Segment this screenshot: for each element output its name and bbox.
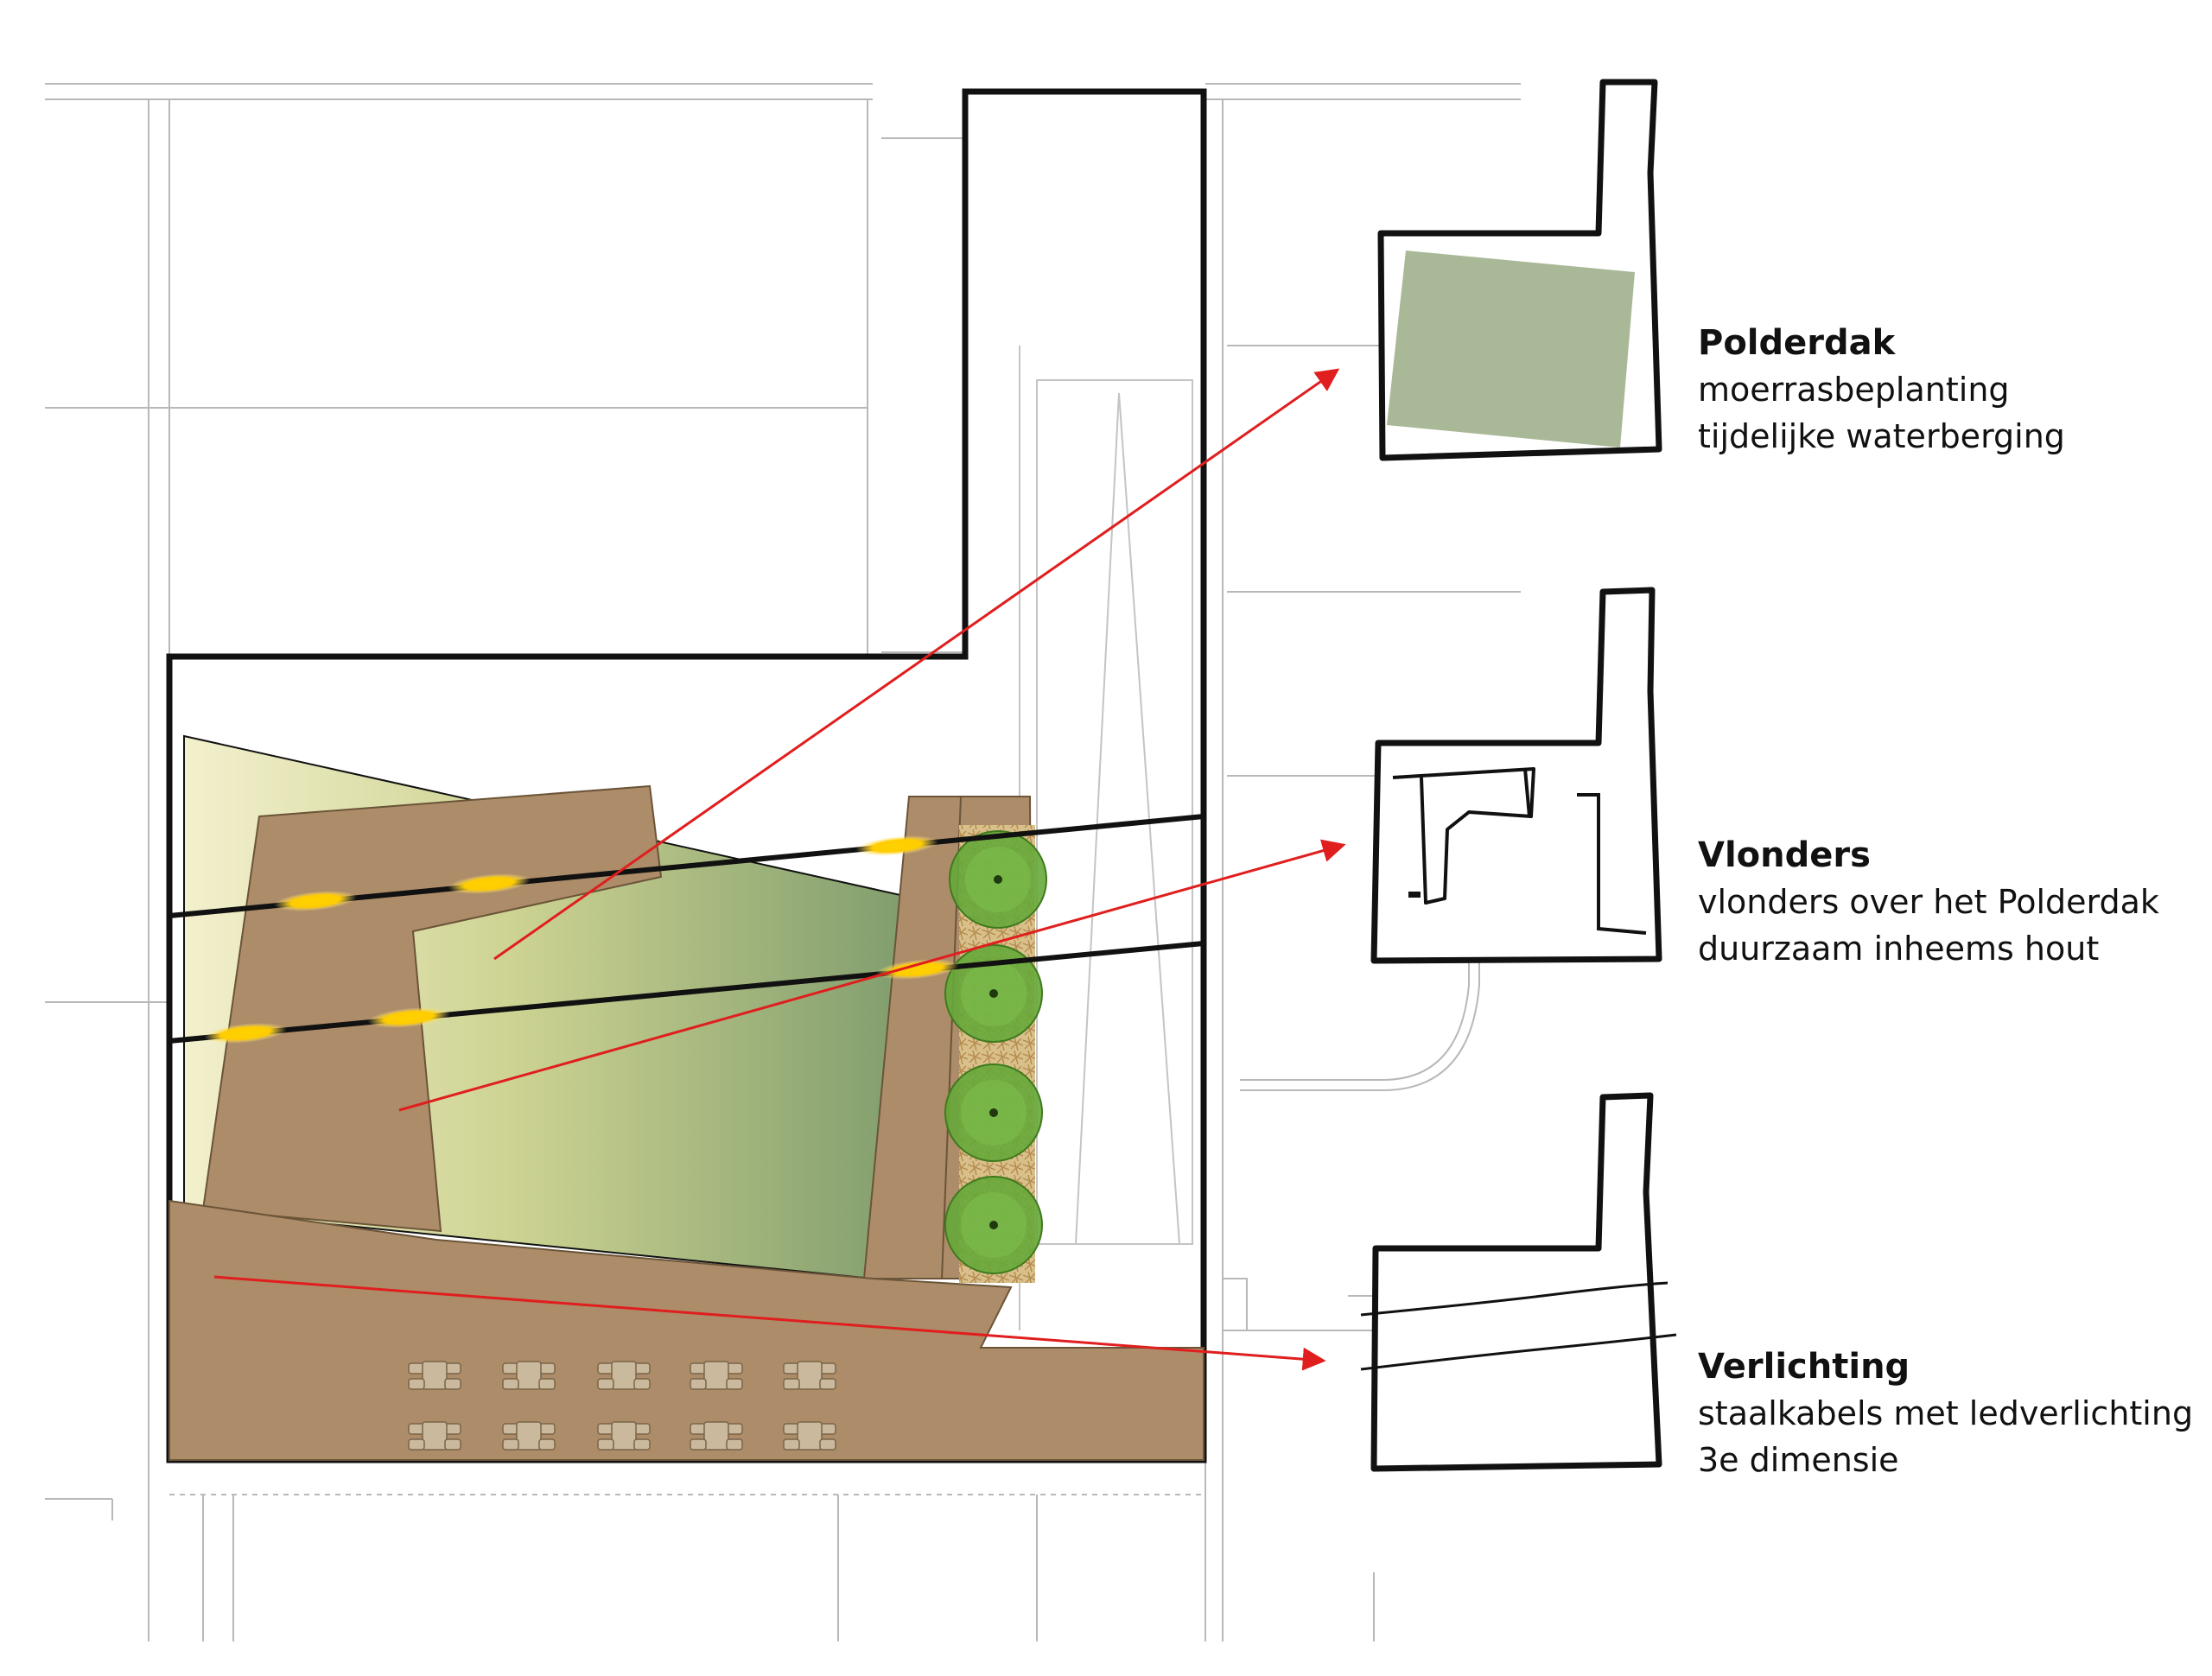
- lower-deck: [168, 1199, 1205, 1461]
- annotation-title: Polderdak: [1698, 323, 1896, 363]
- picnic-table-icon: [690, 1361, 743, 1390]
- annotation-arrows: [213, 368, 1346, 1371]
- picnic-table-icon: [597, 1361, 651, 1390]
- led-light-icon: [876, 959, 959, 980]
- annotation-line: moerrasbeplanting: [1698, 371, 2010, 409]
- picnic-table-icon: [502, 1361, 556, 1390]
- led-light-icon: [204, 1023, 287, 1044]
- annotation-line: duurzaam inheems hout: [1698, 930, 2100, 968]
- picnic-tables: [408, 1361, 836, 1451]
- annotation-line: staalkabels met ledverlichting: [1698, 1394, 2194, 1432]
- verlichting-icon: [1360, 1092, 1677, 1472]
- picnic-table-icon: [783, 1421, 836, 1451]
- vlonders-icon: [1370, 587, 1662, 964]
- annotation-title: Verlichting: [1698, 1347, 1910, 1387]
- picnic-table-icon: [408, 1421, 461, 1451]
- tree-icon: [944, 1063, 1043, 1162]
- led-light-icon: [274, 891, 357, 911]
- picnic-table-icon: [408, 1361, 461, 1390]
- annotation-line: vlonders over het Polderdak: [1698, 883, 2159, 921]
- led-light-icon: [367, 1007, 450, 1028]
- picnic-table-icon: [783, 1361, 836, 1390]
- tree-icon: [944, 1176, 1043, 1274]
- picnic-table-icon: [502, 1421, 556, 1451]
- tree-icon: [944, 944, 1043, 1043]
- arrow-vlonders: [398, 839, 1346, 1112]
- picnic-table-icon: [597, 1421, 651, 1451]
- tree-icon: [949, 830, 1047, 929]
- steel-cable: [168, 941, 1205, 1044]
- picnic-table-icon: [690, 1421, 743, 1451]
- led-light-icon: [448, 873, 531, 894]
- polderdak-icon: [1377, 79, 1662, 461]
- steel-cables: [168, 814, 1205, 1044]
- annotation-title: Vlonders: [1698, 835, 1871, 875]
- trees: [944, 830, 1047, 1274]
- annotation-vlonders: Vlonders vlonders over het Polderdak duu…: [1698, 832, 2159, 972]
- arrow-verlichting: [213, 1275, 1326, 1371]
- led-light-icon: [855, 835, 938, 856]
- annotation-line: tijdelijke waterberging: [1698, 417, 2065, 455]
- annotation-line: 3e dimensie: [1698, 1441, 1899, 1479]
- annotation-verlichting: Verlichting staalkabels met ledverlichti…: [1698, 1343, 2193, 1483]
- arrow-polderdak: [493, 368, 1340, 961]
- annotation-polderdak: Polderdak moerrasbeplanting tijdelijke w…: [1698, 320, 2065, 460]
